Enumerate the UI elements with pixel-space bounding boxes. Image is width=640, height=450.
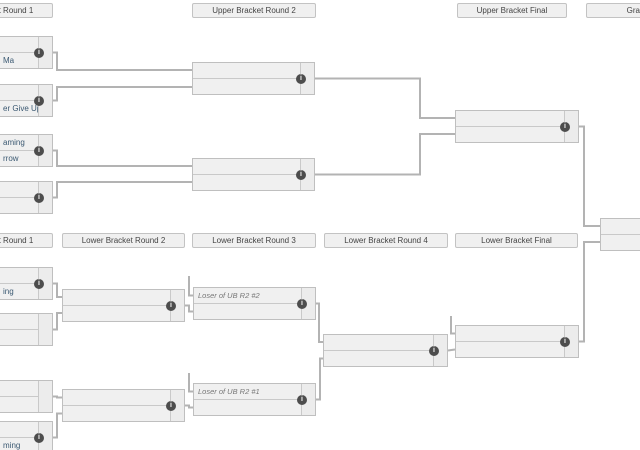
team-slot-top bbox=[601, 219, 640, 235]
match-ub-r2-1[interactable]: i bbox=[192, 62, 315, 95]
match-ub-final[interactable]: i bbox=[455, 110, 579, 143]
team-slot-top bbox=[0, 422, 52, 438]
header-upper-bracket-round-1: Upper Bracket Round 1 bbox=[0, 3, 53, 18]
info-icon[interactable]: i bbox=[34, 433, 44, 443]
score-column bbox=[38, 381, 52, 412]
match-lb-final[interactable]: i bbox=[455, 325, 579, 358]
info-icon[interactable]: i bbox=[296, 170, 306, 180]
info-icon[interactable]: i bbox=[166, 401, 176, 411]
match-lb-r1-2[interactable] bbox=[0, 313, 53, 346]
header-lower-bracket-round-2: Lower Bracket Round 2 bbox=[62, 233, 185, 248]
team-slot-top: aming bbox=[0, 135, 52, 151]
header-lower-bracket-final: Lower Bracket Final bbox=[455, 233, 578, 248]
team-name[interactable]: rrow bbox=[3, 154, 19, 163]
team-slot-top bbox=[0, 381, 52, 397]
info-icon[interactable]: i bbox=[297, 395, 307, 405]
team-slot-top bbox=[63, 290, 184, 306]
team-slot-bottom: er Give Up bbox=[0, 101, 52, 116]
team-slot-bottom: ming bbox=[0, 438, 52, 450]
team-name[interactable]: er Give Up bbox=[3, 104, 42, 113]
header-upper-bracket-round-2: Upper Bracket Round 2 bbox=[192, 3, 316, 18]
team-slot-top bbox=[0, 314, 52, 330]
header-lower-bracket-round-4: Lower Bracket Round 4 bbox=[324, 233, 448, 248]
match-ub-r1-1[interactable]: Ma i bbox=[0, 36, 53, 69]
team-slot-top: Loser of UB R2 #1 bbox=[194, 384, 315, 400]
info-icon[interactable]: i bbox=[297, 299, 307, 309]
team-slot-top bbox=[324, 335, 447, 351]
info-icon[interactable]: i bbox=[34, 279, 44, 289]
team-slot-top bbox=[0, 85, 52, 101]
header-grand-final: Grand Final bbox=[586, 3, 640, 18]
match-lb-r2-2[interactable]: i bbox=[62, 389, 185, 422]
info-icon[interactable]: i bbox=[560, 337, 570, 347]
info-icon[interactable]: i bbox=[429, 346, 439, 356]
team-name[interactable]: ing bbox=[3, 287, 14, 296]
info-icon[interactable]: i bbox=[34, 146, 44, 156]
match-lb-r4[interactable]: i bbox=[323, 334, 448, 367]
header-upper-bracket-final: Upper Bracket Final bbox=[457, 3, 567, 18]
team-slot-top: Loser of UB R2 #2 bbox=[194, 288, 315, 304]
match-grand-final[interactable]: i bbox=[600, 218, 640, 251]
team-slot-top bbox=[0, 37, 52, 53]
header-lower-bracket-round-3: Lower Bracket Round 3 bbox=[192, 233, 316, 248]
team-slot-bottom: ing bbox=[0, 284, 52, 299]
team-name[interactable]: Ma bbox=[3, 56, 15, 65]
team-name-placeholder: Loser of UB R2 #2 bbox=[198, 291, 260, 300]
info-icon[interactable]: i bbox=[34, 48, 44, 58]
match-lb-r3-2[interactable]: Loser of UB R2 #1 i bbox=[193, 383, 316, 416]
team-name[interactable]: ming bbox=[3, 441, 21, 450]
team-slot-top bbox=[456, 111, 578, 127]
match-lb-r2-1[interactable]: i bbox=[62, 289, 185, 322]
team-slot-top bbox=[0, 182, 52, 198]
team-slot-bottom: Ma bbox=[0, 53, 52, 68]
match-ub-r2-2[interactable]: i bbox=[192, 158, 315, 191]
match-ub-r1-3[interactable]: aming rrow i bbox=[0, 134, 53, 167]
team-slot-top bbox=[193, 63, 314, 79]
match-ub-r1-2[interactable]: er Give Up i bbox=[0, 84, 53, 117]
team-slot-bottom: rrow bbox=[0, 151, 52, 166]
info-icon[interactable]: i bbox=[166, 301, 176, 311]
info-icon[interactable]: i bbox=[34, 96, 44, 106]
team-name-placeholder: Loser of UB R2 #1 bbox=[198, 387, 260, 396]
team-slot-top bbox=[193, 159, 314, 175]
team-slot-top bbox=[0, 268, 52, 284]
match-ub-r1-4[interactable]: i bbox=[0, 181, 53, 214]
header-lower-bracket-round-1: Lower Bracket Round 1 bbox=[0, 233, 53, 248]
match-lb-r1-4[interactable]: ming i bbox=[0, 421, 53, 450]
match-lb-r3-1[interactable]: Loser of UB R2 #2 i bbox=[193, 287, 316, 320]
team-slot-bottom bbox=[601, 235, 640, 250]
team-slot-top bbox=[456, 326, 578, 342]
score-column bbox=[38, 314, 52, 345]
match-lb-r1-3[interactable] bbox=[0, 380, 53, 413]
info-icon[interactable]: i bbox=[560, 122, 570, 132]
info-icon[interactable]: i bbox=[34, 193, 44, 203]
info-icon[interactable]: i bbox=[296, 74, 306, 84]
team-slot-top bbox=[63, 390, 184, 406]
team-name[interactable]: aming bbox=[3, 138, 25, 147]
match-lb-r1-1[interactable]: ing i bbox=[0, 267, 53, 300]
